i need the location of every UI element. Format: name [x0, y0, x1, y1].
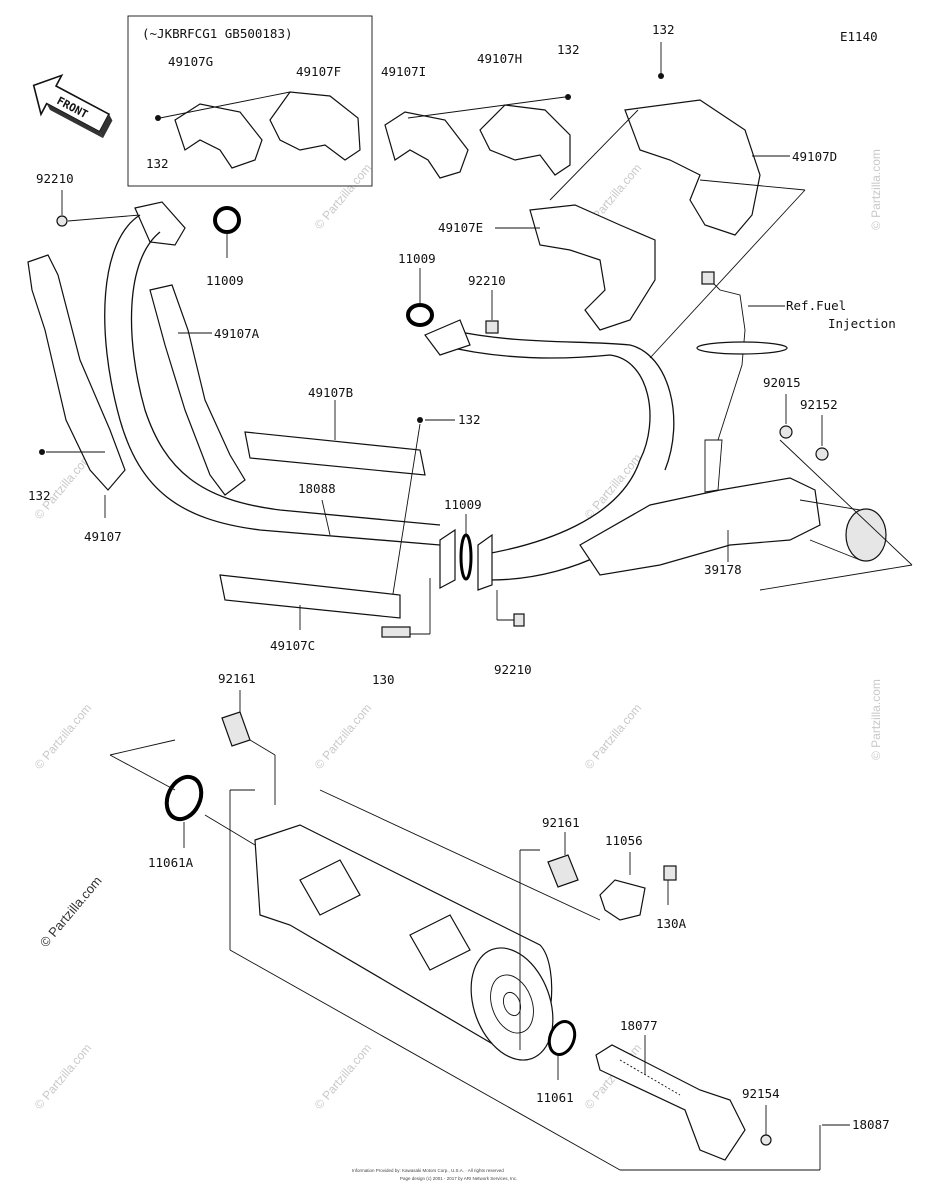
gasket-11009-lower — [459, 533, 473, 581]
watermark: © Partzilla.com — [32, 451, 95, 522]
label-132-top: 132 — [557, 42, 580, 57]
watermark: © Partzilla.com — [32, 1041, 95, 1112]
footer-line2: Page design (c) 2001 - 2017 by ARI Netwo… — [400, 1176, 517, 1181]
label-92161-top: 92161 — [218, 671, 256, 686]
ref-label-line2: Injection — [828, 316, 896, 331]
watermark: © Partzilla.com — [582, 451, 645, 522]
nut-92210-left — [56, 215, 68, 227]
watermark: © Partzilla.com — [869, 149, 883, 230]
label-11009-left: 11009 — [206, 273, 244, 288]
gasket-11061 — [547, 1020, 577, 1056]
watermark-dark: © Partzilla.com — [37, 873, 105, 950]
nut-92015 — [779, 425, 793, 439]
label-92210-left: 92210 — [36, 171, 74, 186]
label-49107a: 49107A — [214, 326, 260, 341]
inset-heat-guards — [155, 91, 361, 169]
label-132-mid: 132 — [458, 412, 481, 427]
watermark: © Partzilla.com — [582, 701, 645, 772]
heat-guard-49107d — [624, 99, 761, 236]
o2-sensor-plate — [696, 341, 788, 355]
label-11061: 11061 — [536, 1090, 574, 1105]
heat-shield-49107b — [244, 431, 426, 476]
bolt-130a — [663, 865, 677, 881]
label-132-left: 132 — [28, 488, 51, 503]
label-11056: 11056 — [605, 833, 643, 848]
label-18087: 18087 — [852, 1117, 890, 1132]
label-132-inset: 132 — [146, 156, 169, 171]
ref-label-line1: Ref.Fuel — [786, 298, 846, 313]
label-49107d: 49107D — [792, 149, 837, 164]
label-92161-right: 92161 — [542, 815, 580, 830]
collar-92161-right — [547, 854, 579, 888]
label-18077: 18077 — [620, 1018, 658, 1033]
front-arrow-icon: FRONT — [32, 73, 113, 139]
diagram-code: E1140 — [840, 29, 878, 44]
joint-clamp-right — [477, 533, 493, 591]
label-18088: 18088 — [298, 481, 336, 496]
screw-92154 — [760, 1134, 772, 1146]
label-11009-mid: 11009 — [398, 251, 436, 266]
heat-guard-49107e — [529, 204, 656, 331]
exhaust-flange — [134, 201, 186, 246]
label-92210-mid: 92210 — [468, 273, 506, 288]
nut-92210-lower — [513, 613, 525, 627]
label-130: 130 — [372, 672, 395, 687]
heat-guard-49107a — [149, 284, 246, 496]
nut-92210-mid — [485, 320, 499, 334]
footer-line1: Information Provided by: Kawasaki Motors… — [352, 1168, 504, 1173]
label-49107e: 49107E — [438, 220, 483, 235]
label-92210-lower: 92210 — [494, 662, 532, 677]
watermark: © Partzilla.com — [312, 701, 375, 772]
label-49107f: 49107F — [296, 64, 341, 79]
label-92015: 92015 — [763, 375, 801, 390]
label-92152: 92152 — [800, 397, 838, 412]
label-11009-lower: 11009 — [444, 497, 482, 512]
spark-arrester-18077 — [595, 1044, 746, 1161]
label-49107i: 49107I — [381, 64, 426, 79]
label-49107c: 49107C — [270, 638, 315, 653]
heat-guard-49107 — [27, 254, 126, 491]
nut-92152 — [815, 447, 829, 461]
label-49107: 49107 — [84, 529, 122, 544]
label-49107g: 49107G — [168, 54, 213, 69]
label-49107h: 49107H — [477, 51, 522, 66]
watermark: © Partzilla.com — [312, 1041, 375, 1112]
o2-sensor-connector — [701, 271, 715, 285]
gasket-11009-left — [213, 206, 241, 234]
inset-box — [127, 15, 373, 187]
label-132-topright: 132 — [652, 22, 675, 37]
bolt-130 — [381, 626, 411, 638]
inset-label: (~JKBRFCG1 GB500183) — [142, 26, 293, 41]
gasket-11009-mid — [406, 303, 434, 327]
joint-clamp-left — [439, 528, 456, 589]
upper-heat-guards-ih — [384, 94, 571, 179]
label-11061a: 11061A — [148, 855, 194, 870]
label-92154: 92154 — [742, 1086, 780, 1101]
label-49107b: 49107B — [308, 385, 353, 400]
gasket-11061a — [164, 774, 204, 822]
outlet-pipe — [845, 508, 887, 562]
catalyst-pipe-39178 — [579, 477, 821, 576]
label-39178: 39178 — [704, 562, 742, 577]
bracket-11056 — [599, 879, 646, 921]
watermark: © Partzilla.com — [869, 679, 883, 760]
exhaust-flange-mid — [424, 319, 471, 356]
muffler-end-cap — [470, 947, 554, 1061]
heat-shield-49107c — [219, 574, 401, 619]
watermark: © Partzilla.com — [32, 701, 95, 772]
watermark: © Partzilla.com — [312, 161, 375, 232]
label-130a: 130A — [656, 916, 687, 931]
collar-92161-top — [221, 711, 251, 747]
